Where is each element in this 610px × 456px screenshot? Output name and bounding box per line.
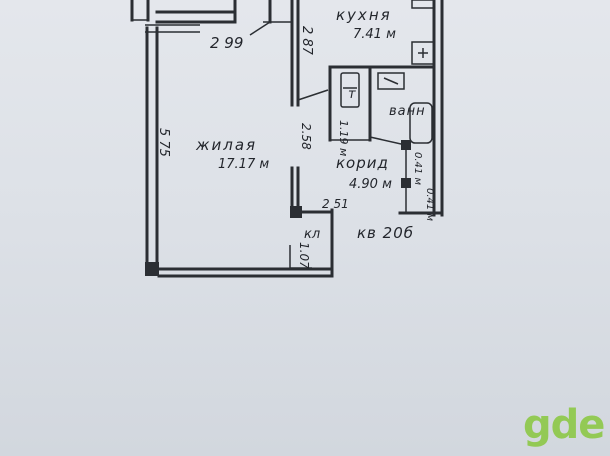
bath-label: ванн bbox=[389, 104, 426, 119]
gde-watermark: gde bbox=[523, 402, 605, 448]
bottom-walls bbox=[157, 208, 334, 278]
apartment-label: кв 20б bbox=[357, 224, 414, 242]
kitchen-right-wall bbox=[411, 0, 444, 217]
interior-wall-living-kitchen bbox=[290, 0, 329, 218]
corridor-name: корид bbox=[336, 154, 389, 172]
corridor-area: 4.90 м bbox=[349, 177, 392, 192]
dim-door: 2.58 bbox=[299, 123, 313, 150]
top-walls bbox=[130, 0, 292, 36]
wc-label: т bbox=[348, 87, 356, 102]
left-exterior-wall bbox=[145, 26, 159, 276]
pantry-area: 1.07 bbox=[297, 242, 311, 269]
pantry-name: кл bbox=[304, 227, 320, 242]
kitchen-area: 7.41 м bbox=[353, 27, 396, 42]
dim-bottom: 2 51 bbox=[322, 197, 349, 211]
bathroom-block bbox=[328, 65, 433, 147]
dim-top-left: 2 99 bbox=[210, 34, 243, 52]
dim-kitchen-wall: 2 87 bbox=[299, 26, 314, 56]
living-area: 17.17 м bbox=[218, 157, 269, 172]
wc-area: 1.19 м bbox=[337, 120, 350, 156]
dim-left-wall: 5 75 bbox=[156, 128, 171, 157]
kitchen-name: кухня bbox=[336, 6, 392, 24]
living-name: жилая bbox=[195, 136, 257, 154]
closet-1-area: 0.41 м bbox=[412, 152, 423, 185]
closet-2-area: 0.41 м bbox=[424, 188, 435, 221]
corridor-closets bbox=[398, 140, 444, 215]
